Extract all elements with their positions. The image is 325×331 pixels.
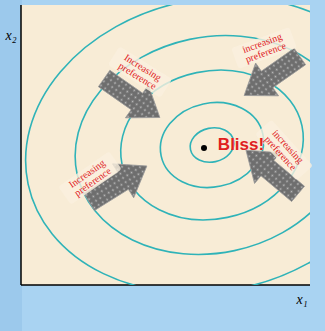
preference-label: Increasing preference: [108, 46, 172, 98]
x-axis: [21, 284, 310, 286]
axis-label: x₁: [296, 293, 307, 307]
axis-label: x₂: [5, 29, 16, 43]
indifference-curve: [55, 11, 310, 280]
indifference-curves: [21, 5, 310, 285]
y-axis: [20, 5, 22, 285]
bliss-label: Bliss!: [218, 136, 264, 153]
bliss-point: [201, 145, 207, 151]
indifference-curve: [21, 5, 310, 285]
side-band: [0, 0, 22, 331]
preference-label: Increasing preference: [58, 151, 121, 205]
preference-label: increasing preference: [231, 27, 297, 69]
